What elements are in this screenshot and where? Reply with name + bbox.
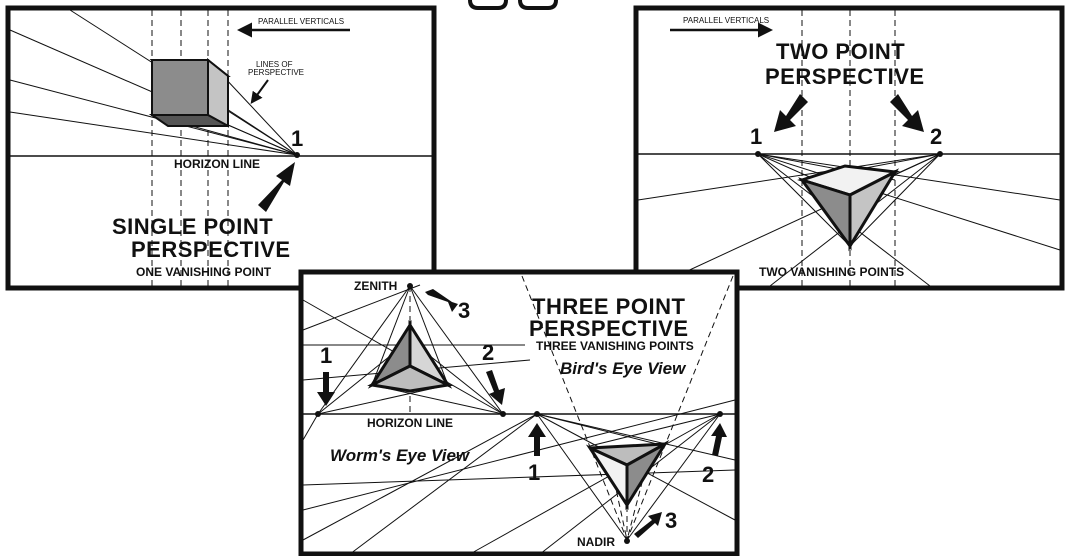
panel-title: TWO POINT [776,39,905,64]
panel-title: THREE POINT [532,294,685,319]
worms-eye-label: Worm's Eye View [330,446,471,465]
vanishing-point [500,411,506,417]
lines-label-2: PERSPECTIVE [248,68,304,77]
cube [148,57,231,128]
panel-subtitle: THREE VANISHING POINTS [536,339,694,353]
panel-title-2: PERSPECTIVE [529,316,689,341]
panel-single-point: 1 HORIZON LINE PARALLEL VERTICALS LINES … [5,5,437,291]
panel-title-2: PERSPECTIVE [131,237,291,262]
vp-number: 1 [320,343,332,368]
horizon-label: HORIZON LINE [174,157,260,171]
arrow-icon [425,289,458,312]
vp-number: 1 [528,460,540,485]
arrow-icon [634,512,662,538]
vanishing-point [294,152,300,158]
up-arrow-icon [528,423,546,456]
upper-prism [367,319,453,393]
vanishing-point [755,151,761,157]
big-arrow-icon [774,94,808,132]
parallel-verticals-label: PARALLEL VERTICALS [683,16,769,25]
panel-subtitle: TWO VANISHING POINTS [759,265,904,279]
vp-number: 1 [291,126,303,151]
vanishing-point [717,411,723,417]
nadir-point [624,538,630,544]
down-arrow-icon [486,370,505,405]
parallel-verticals-label: PARALLEL VERTICALS [258,17,344,26]
panel-two-point: 1 2 PARALLEL VERTICALS TWO POINT PERSPEC… [633,5,1065,291]
zenith-point [407,283,413,289]
big-arrow-icon [258,162,295,212]
horizon-label: HORIZON LINE [367,416,453,430]
panel-subtitle: ONE VANISHING POINT [136,265,272,279]
up-arrow-icon [711,423,727,456]
vp-number: 2 [702,462,714,487]
vanishing-point [937,151,943,157]
big-arrow-icon [890,94,924,132]
lower-prism [585,439,670,511]
vp-number: 3 [458,298,470,323]
vp-number: 2 [930,124,942,149]
down-arrow-icon [317,372,335,406]
heading-fragment [468,0,558,10]
nadir-label: NADIR [577,535,615,549]
panel-title: SINGLE POINT [112,214,273,239]
parallel-verticals [151,10,229,286]
panel-title-2: PERSPECTIVE [765,64,925,89]
birds-eye-label: Bird's Eye View [560,359,687,378]
vp-number: 1 [750,124,762,149]
lines-label: LINES OF [256,60,293,69]
zenith-label: ZENITH [354,279,397,293]
vanishing-point [534,411,540,417]
vp-number: 2 [482,340,494,365]
vanishing-point [315,411,321,417]
prism [797,164,901,252]
arrow-icon [250,79,269,104]
vp-number: 3 [665,508,677,533]
panel-three-point: ZENITH 3 1 2 HORIZON LINE Worm's Eye Vie… [298,269,740,556]
